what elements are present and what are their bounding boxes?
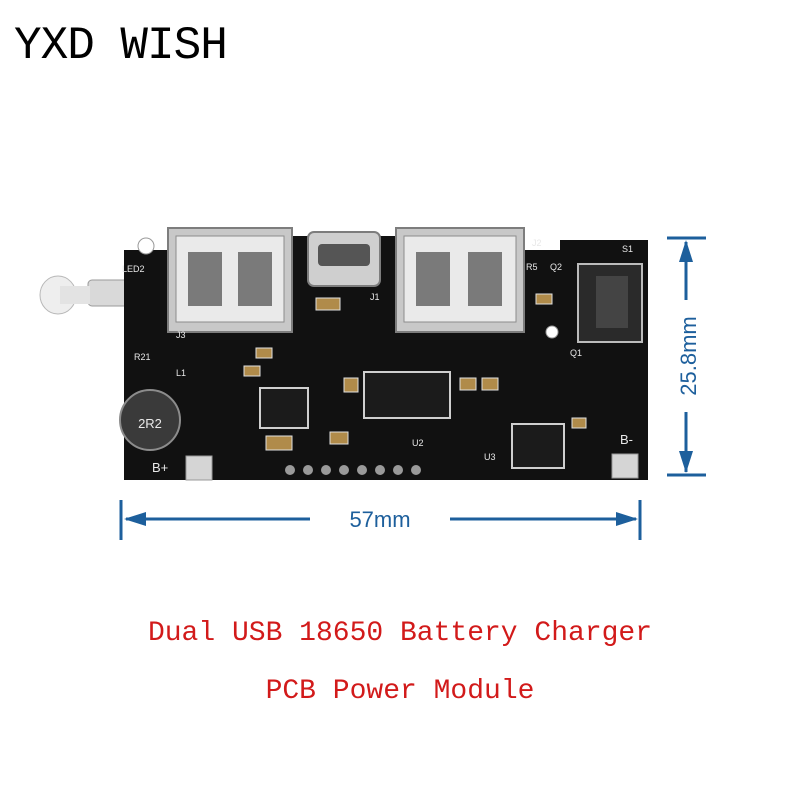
- height-label: 25.8mm: [676, 316, 701, 395]
- label-led: LED2: [122, 264, 145, 274]
- caption-line-2: PCB Power Module: [265, 676, 535, 707]
- usb-port-left: [167, 227, 293, 333]
- svg-text:2R2: 2R2: [138, 416, 162, 431]
- label-r21: R21: [134, 352, 151, 362]
- ic-chip-right: [511, 423, 565, 469]
- ic-chip-left: [259, 387, 309, 429]
- label-bplus: B+: [152, 460, 168, 475]
- label-j3: J3: [176, 330, 186, 340]
- label-q2: Q2: [550, 262, 562, 272]
- label-j1: J1: [370, 292, 380, 302]
- label-l1: L1: [176, 368, 186, 378]
- push-switch: [577, 263, 643, 343]
- b-minus-pad: [611, 453, 639, 479]
- label-u3: U3: [484, 452, 496, 462]
- label-r5: R5: [526, 262, 538, 272]
- height-dimension: [667, 236, 706, 477]
- caption-line-1: Dual USB 18650 Battery Charger: [147, 618, 653, 649]
- width-dimension: [119, 500, 642, 540]
- label-q1: Q1: [570, 348, 582, 358]
- label-j2: J2: [532, 238, 542, 248]
- b-plus-pad: [185, 455, 213, 481]
- brand-logo-text: YXD WISH: [14, 20, 228, 72]
- label-u2: U2: [412, 438, 424, 448]
- inductor: 2R2: [119, 389, 181, 451]
- label-s1: S1: [622, 244, 633, 254]
- label-bminus: B-: [620, 432, 633, 447]
- micro-usb-port: [307, 231, 381, 287]
- usb-port-right: [395, 227, 525, 333]
- header-pins: [285, 465, 421, 475]
- smd-components: [243, 293, 587, 451]
- width-label: 57mm: [349, 507, 410, 532]
- main-ic-chip: [363, 371, 451, 419]
